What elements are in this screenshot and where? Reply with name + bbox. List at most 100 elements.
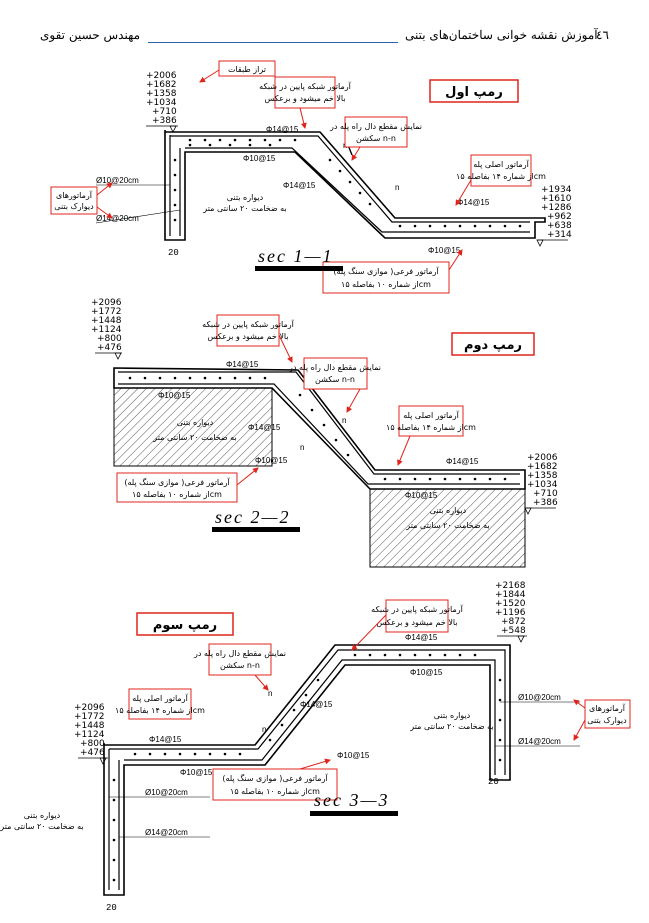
section-label-underline xyxy=(255,266,343,271)
level-value: +314 xyxy=(547,230,572,240)
callout-text: آرماتور فرعی( موازی سنگ پله) xyxy=(222,773,328,783)
rebar-dots xyxy=(112,653,502,882)
rebar-label: Φ14@15 xyxy=(266,125,299,134)
section-2: رمپ دوم +2096 +1772 +1448 +1124 +800 +47… xyxy=(91,298,558,568)
cut-mark: n xyxy=(395,183,399,192)
wall-note: به ضخامت ۲۰ سانتی متر xyxy=(152,433,236,442)
level-marker-icon xyxy=(114,352,122,360)
cut-mark: n xyxy=(300,443,304,452)
ramp-title: رمپ سوم xyxy=(153,618,217,633)
rebar-label: Φ10@15 xyxy=(405,491,438,500)
callout-text: نمایش مقطع دال راه پله در xyxy=(329,122,422,131)
ramp-title-box xyxy=(136,612,234,636)
rebar-label: Φ10@15 xyxy=(428,246,461,255)
callout-section-nn xyxy=(208,643,272,676)
callout-text: سکشن n-n xyxy=(315,375,355,384)
level-value: +962 xyxy=(547,212,572,222)
level-value: +2006 xyxy=(527,453,558,463)
section-label-underline xyxy=(212,527,300,532)
rebar-label: Φ10@15 xyxy=(243,154,276,163)
dimension-label: 20 xyxy=(106,903,117,913)
callout-text: بالا خم میشود و برعکس xyxy=(264,94,345,103)
rebar-lines xyxy=(169,135,530,236)
callout-secondary-rebar xyxy=(116,472,238,503)
callout-text: بالا خم میشود و برعکس xyxy=(376,618,457,627)
rebar-label: Φ14@15 xyxy=(283,181,316,190)
level-value: +710 xyxy=(152,107,177,117)
level-value: +1448 xyxy=(74,721,105,731)
callout-text: از شماره ۱۴ بفاصله ۱۵cm xyxy=(386,423,476,432)
section-label: sec 2—2 xyxy=(215,507,291,527)
level-marker-icon xyxy=(536,239,544,247)
callout-text: نمایش مقطع دال راه پله در xyxy=(288,363,381,372)
level-value: +1124 xyxy=(74,730,105,740)
rebar-label: Φ10@15 xyxy=(180,768,213,777)
header-rule xyxy=(148,42,398,43)
rebar-label: Φ14@15 xyxy=(226,360,259,369)
callout-text: از شماره ۱۰ بفاصله ۱۵cm xyxy=(230,787,320,796)
callout-text: از شماره ۱۴ بفاصله ۱۵cm xyxy=(456,172,546,181)
callout-text: تراز طبقات xyxy=(228,65,266,74)
rebar-lines xyxy=(118,371,520,485)
section-label-underline xyxy=(310,811,398,816)
cut-mark: n xyxy=(342,416,346,425)
rebar-label: Ø10@20cm xyxy=(518,693,561,702)
callout-bent-rebar xyxy=(385,599,449,633)
ramp-title-box xyxy=(451,332,535,356)
concrete-wall-left xyxy=(113,387,273,467)
callout-text: سکشن n-n xyxy=(220,661,260,670)
level-list-left: +2096 +1772 +1448 +1124 +800 +476 xyxy=(91,298,122,353)
callout-text: آرماتور فرعی( موازی سنگ پله) xyxy=(124,477,230,487)
level-value: +1772 xyxy=(91,307,121,317)
level-value: +1358 xyxy=(527,471,558,481)
level-value: +2168 xyxy=(495,581,526,591)
stair-concrete-outline xyxy=(103,644,511,896)
level-value: +1844 xyxy=(495,590,526,600)
callout-bent-rebar xyxy=(274,76,336,109)
rebar-label: Φ14@15 xyxy=(248,423,281,432)
wall-note: به ضخامت ۲۰ سانتی متر xyxy=(0,822,84,831)
callout-text: آرماتور اصلی پله xyxy=(132,693,188,703)
level-marker-icon xyxy=(169,125,177,133)
callout-text: نمایش مقطع دال راه پله در xyxy=(193,649,286,658)
level-value: +476 xyxy=(80,748,105,758)
level-value: +2096 xyxy=(74,703,105,713)
ramp-title: رمپ اول xyxy=(445,85,503,100)
rebar-dots xyxy=(128,376,507,481)
rebar-label: Ø14@20cm xyxy=(96,214,139,223)
level-value: +638 xyxy=(547,221,572,231)
ramp-title: رمپ دوم xyxy=(464,338,522,353)
level-list-left: +2006 +1682 +1358 +1034 +710 +386 xyxy=(146,71,177,126)
level-value: +1682 xyxy=(146,80,176,90)
rebar-lines xyxy=(108,649,506,890)
level-value: +1772 xyxy=(74,712,104,722)
callout-main-rebar xyxy=(128,688,192,720)
ramp-title-box xyxy=(429,79,519,103)
book-title: آموزش نقشه خوانی ساختمان‌های بتنی xyxy=(405,28,598,42)
callout-section-nn xyxy=(303,357,368,390)
rebar-label: Φ14@15 xyxy=(457,198,490,207)
rebar-label: Φ14@15 xyxy=(446,457,479,466)
level-list-left: +2096 +1772 +1448 +1124 +800 +476 xyxy=(74,703,105,758)
level-marker-icon xyxy=(99,757,107,765)
author-name: مهندس حسین تقوی xyxy=(40,28,141,42)
callout-text: آرماتور اصلی پله xyxy=(403,410,459,420)
level-value: +710 xyxy=(533,489,558,499)
rebar-label: Φ10@15 xyxy=(158,391,191,400)
callout-text: از شماره ۱۰ بفاصله ۱۵cm xyxy=(132,490,222,499)
wall-note: دیواره بتنی xyxy=(24,811,61,820)
callout-text: آرماتور شبکه پایین در شبکه xyxy=(371,604,463,614)
level-value: +2096 xyxy=(91,298,122,308)
rebar-label: Φ10@15 xyxy=(255,456,288,465)
level-value: +1286 xyxy=(541,203,572,213)
rebar-label: Ø14@20cm xyxy=(518,737,561,746)
callout-wall-rebar xyxy=(584,699,631,729)
section-label: sec 1—1 xyxy=(258,246,334,266)
callout-text: آرماتور اصلی پله xyxy=(473,159,529,169)
callout-secondary-rebar xyxy=(322,261,450,294)
callout-text: سکشن n-n xyxy=(356,134,396,143)
rebar-label: Ø10@20cm xyxy=(96,176,139,185)
callout-text: دیوارک بتنی xyxy=(587,716,627,725)
level-value: +1124 xyxy=(91,325,122,335)
